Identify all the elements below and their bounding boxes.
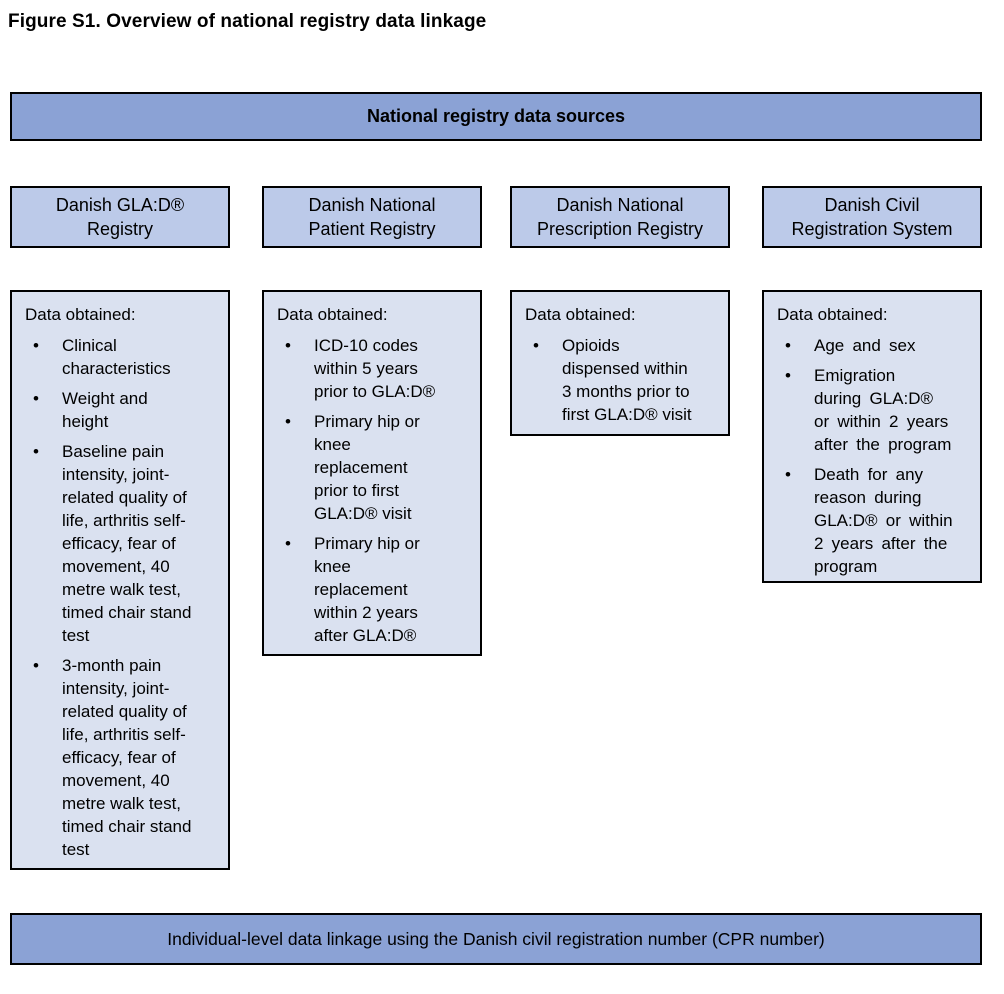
bullet-item: 3-month pain intensity, joint- related q… (25, 654, 218, 861)
bullet-item: Death for any reason during GLA:D® or wi… (777, 463, 970, 578)
bullet-item: Age and sex (777, 334, 970, 357)
data-box-civil-registration: Data obtained: Age and sexEmigration dur… (762, 290, 982, 583)
registry-box-glad: Danish GLA:D® Registry (10, 186, 230, 248)
bottom-banner-cpr-linkage: Individual-level data linkage using the … (10, 913, 982, 965)
bullet-item: Primary hip or knee replacement within 2… (277, 532, 470, 647)
bullet-item: Clinical characteristics (25, 334, 218, 380)
registry-box-national-prescription: Danish National Prescription Registry (510, 186, 730, 248)
bullet-list-national-prescription: Opioids dispensed within 3 months prior … (525, 334, 718, 426)
bullet-list-glad: Clinical characteristicsWeight and heigh… (25, 334, 218, 861)
data-box-glad: Data obtained: Clinical characteristicsW… (10, 290, 230, 870)
top-banner-label: National registry data sources (366, 106, 626, 126)
bullet-item: Primary hip or knee replacement prior to… (277, 410, 470, 525)
bullet-item: Opioids dispensed within 3 months prior … (525, 334, 718, 426)
data-obtained-label: Data obtained: (525, 305, 636, 324)
registry-box-national-patient: Danish National Patient Registry (262, 186, 482, 248)
data-box-national-patient: Data obtained: ICD-10 codes within 5 yea… (262, 290, 482, 656)
registry-box-glad-label: Danish GLA:D® Registry (55, 195, 185, 239)
bullet-item: Emigration during GLA:D® or within 2 yea… (777, 364, 970, 456)
registry-box-civil-registration: Danish Civil Registration System (762, 186, 982, 248)
bullet-item: Weight and height (25, 387, 218, 433)
top-banner-national-registry-data-sources: National registry data sources (10, 92, 982, 141)
registry-box-national-prescription-label: Danish National Prescription Registry (536, 195, 704, 239)
bullet-list-national-patient: ICD-10 codes within 5 years prior to GLA… (277, 334, 470, 647)
bullet-item: ICD-10 codes within 5 years prior to GLA… (277, 334, 470, 403)
bottom-banner-label: Individual-level data linkage using the … (167, 928, 825, 949)
data-obtained-label: Data obtained: (25, 305, 136, 324)
registry-box-civil-registration-label: Danish Civil Registration System (791, 195, 953, 239)
bullet-list-civil-registration: Age and sexEmigration during GLA:D® or w… (777, 334, 970, 578)
registry-box-national-patient-label: Danish National Patient Registry (308, 195, 436, 239)
bullet-item: Baseline pain intensity, joint- related … (25, 440, 218, 647)
figure-title: Figure S1. Overview of national registry… (8, 11, 487, 32)
data-obtained-label: Data obtained: (777, 305, 888, 324)
data-obtained-label: Data obtained: (277, 305, 388, 324)
data-box-national-prescription: Data obtained: Opioids dispensed within … (510, 290, 730, 436)
